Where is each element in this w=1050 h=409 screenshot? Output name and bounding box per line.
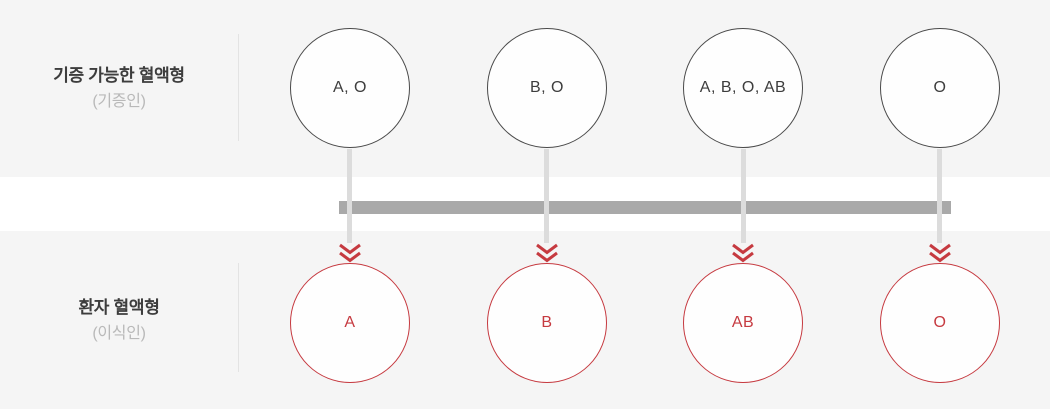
donor-label-divider	[238, 34, 239, 141]
donor-blood-type-label: O	[933, 79, 947, 96]
patient-blood-type-label: A	[344, 314, 356, 331]
patient-blood-type-circle: A	[290, 263, 410, 383]
connector-line	[347, 149, 352, 243]
horizontal-connector-bar	[339, 201, 951, 214]
double-chevron-down-icon	[732, 243, 754, 263]
donor-blood-type-label: A, B, O, AB	[699, 79, 787, 96]
connector-line	[741, 149, 746, 243]
donor-blood-type-circle: A, O	[290, 28, 410, 148]
patient-row-label: 환자 혈액형 (이식인)	[0, 231, 238, 409]
donor-blood-type-circle: O	[880, 28, 1000, 148]
patient-blood-type-label: B	[541, 314, 553, 331]
double-chevron-down-icon	[339, 243, 361, 263]
donor-blood-type-label: B, O	[529, 79, 564, 96]
donor-blood-type-circle: B, O	[487, 28, 607, 148]
patient-blood-type-circle: O	[880, 263, 1000, 383]
patient-blood-type-label: O	[933, 314, 947, 331]
patient-row-title: 환자 혈액형	[78, 297, 160, 317]
double-chevron-down-icon	[929, 243, 951, 263]
donor-row-subtitle: (기증인)	[92, 93, 146, 110]
donor-blood-type-label: A, O	[332, 79, 367, 96]
patient-row-subtitle: (이식인)	[92, 324, 146, 342]
patient-blood-type-label: AB	[731, 314, 755, 331]
double-chevron-down-icon	[536, 243, 558, 263]
connector-line	[937, 149, 942, 243]
donor-row-label: 기증 가능한 혈액형 (기증인)	[0, 0, 238, 177]
patient-label-divider	[238, 263, 239, 372]
patient-blood-type-circle: B	[487, 263, 607, 383]
patient-blood-type-circle: AB	[683, 263, 803, 383]
donor-blood-type-circle: A, B, O, AB	[683, 28, 803, 148]
connector-line	[544, 149, 549, 243]
donor-row-title: 기증 가능한 혈액형	[53, 66, 185, 85]
